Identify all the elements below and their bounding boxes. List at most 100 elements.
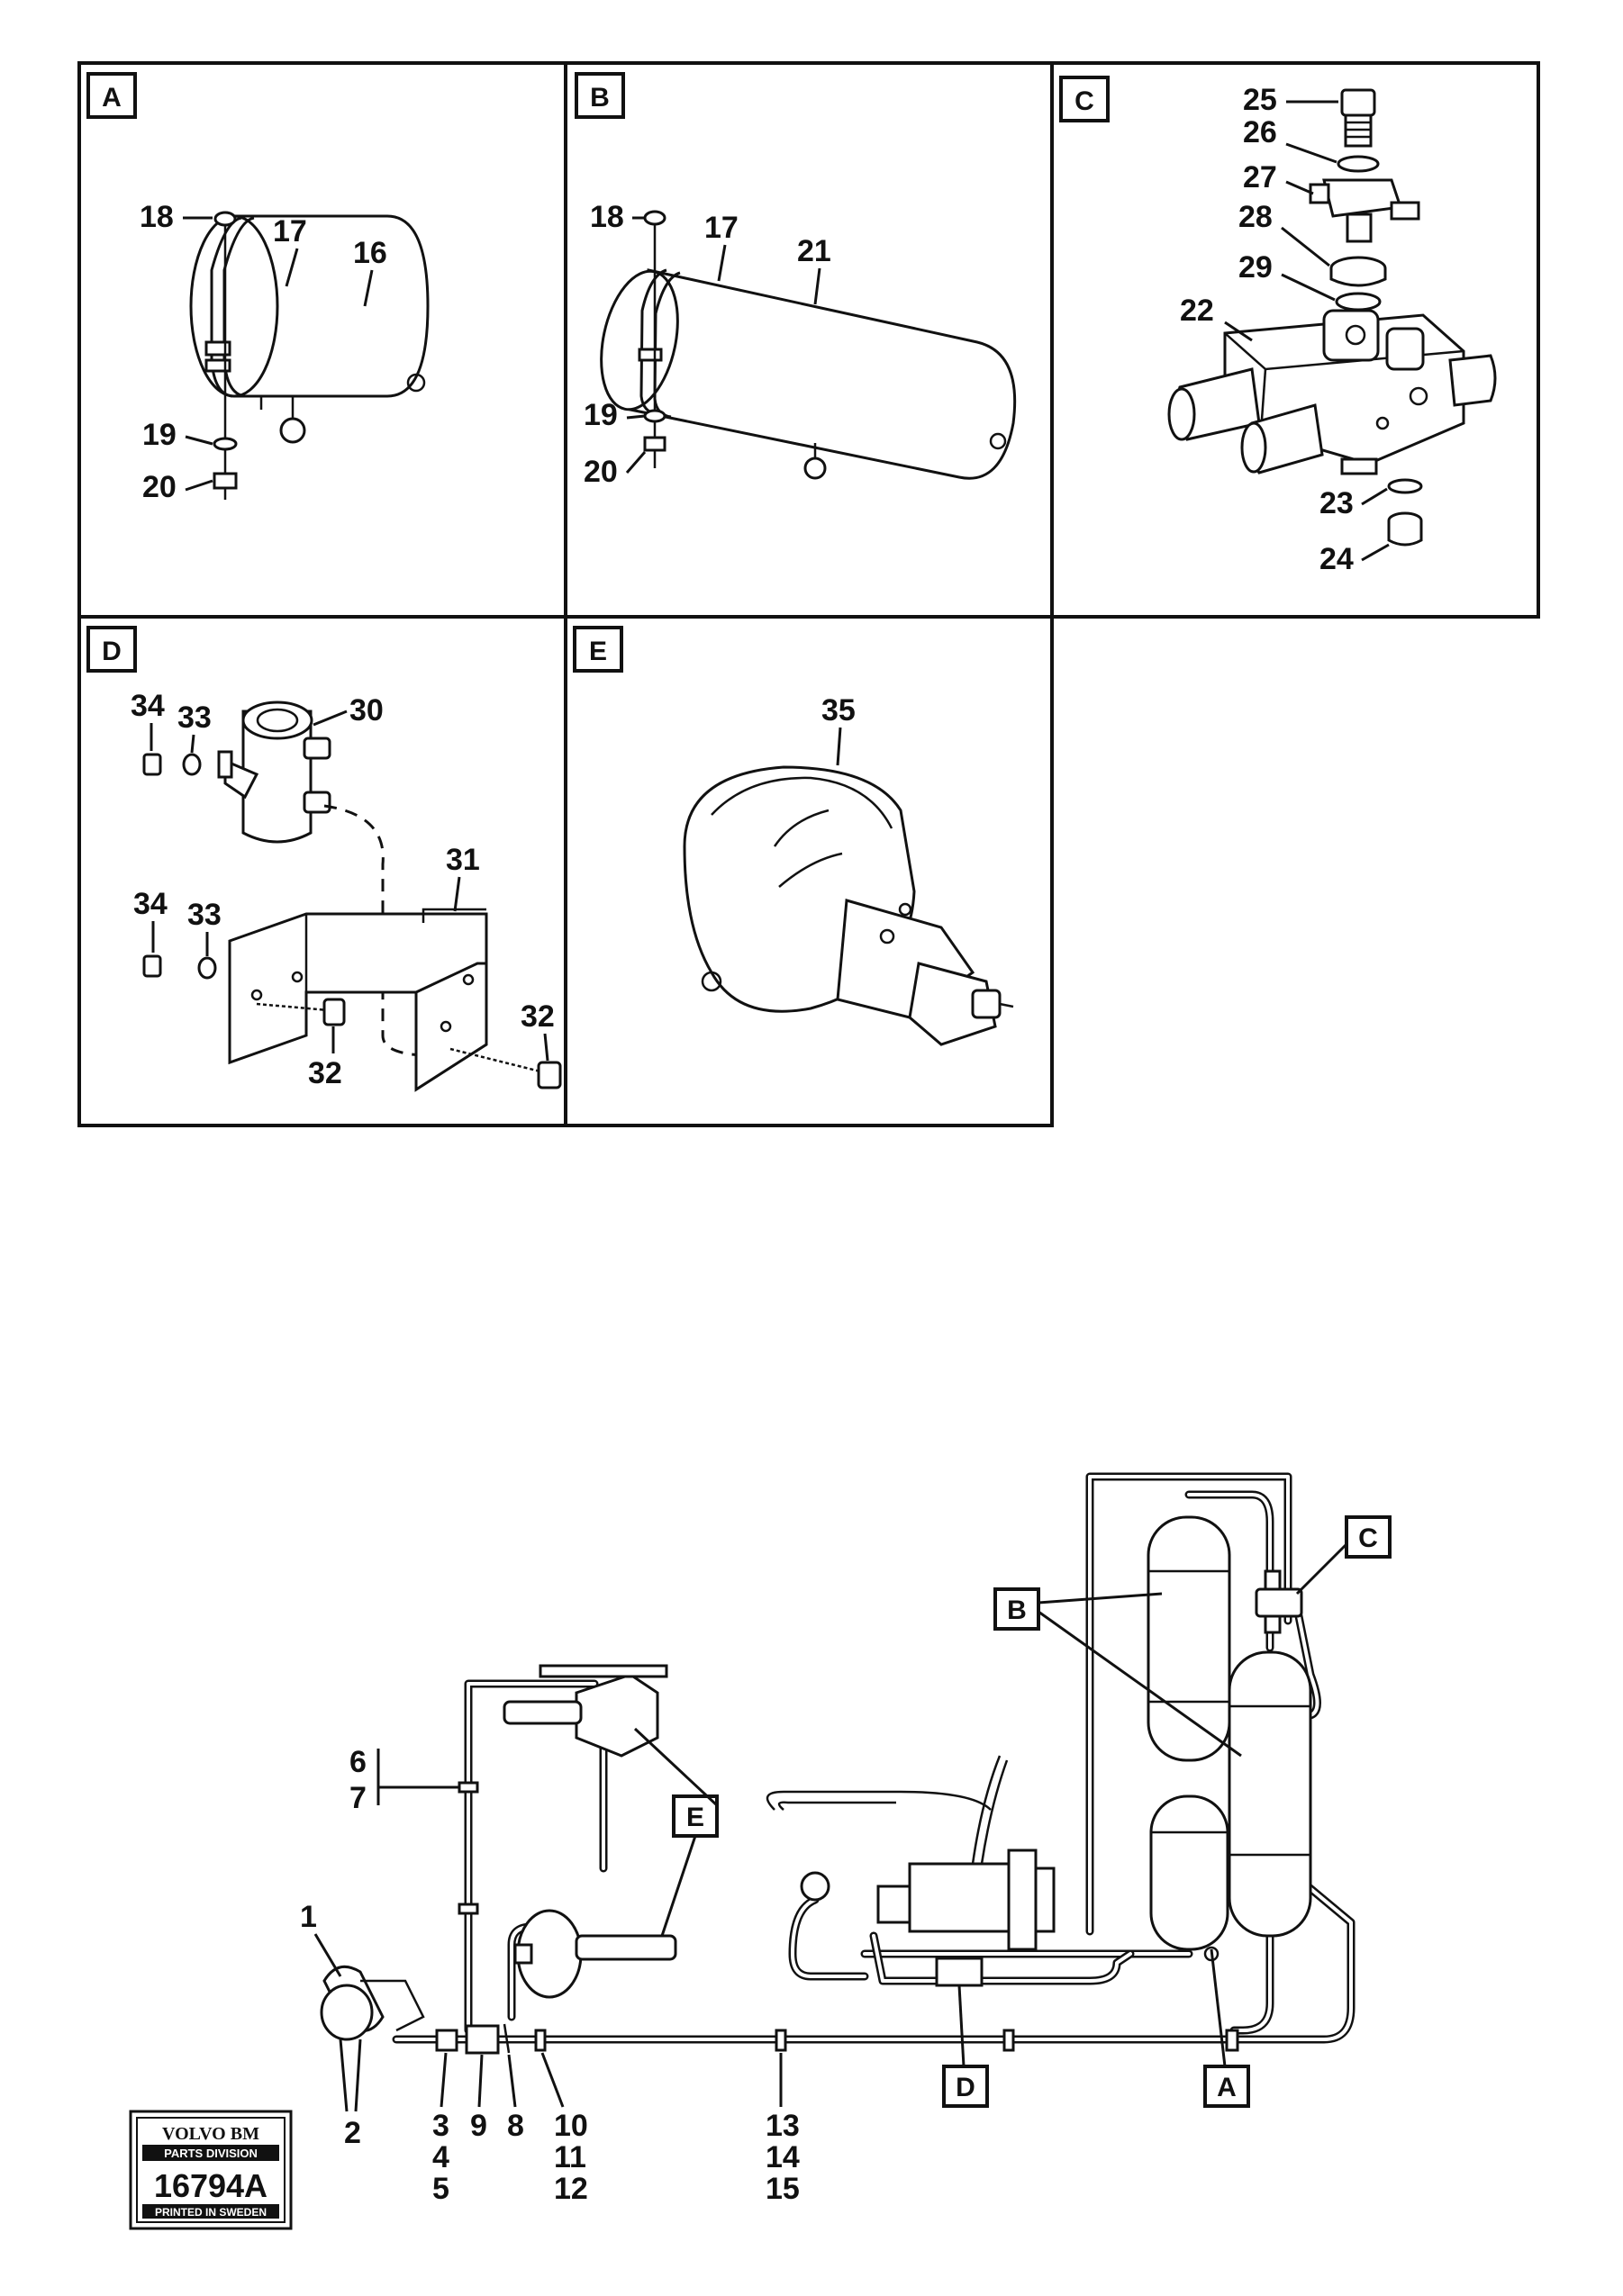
svg-text:B: B [590, 83, 610, 113]
callout-19: 19 [584, 398, 618, 432]
callout-18: 18 [590, 200, 624, 234]
callout-10: 10 [554, 2109, 588, 2143]
callout-27: 27 [1243, 160, 1277, 194]
callout-25: 25 [1243, 83, 1277, 117]
drain-valve-inline [935, 1957, 984, 1987]
svg-text:D: D [102, 637, 122, 666]
callout-17: 17 [704, 211, 739, 245]
marker-d: D [942, 1984, 989, 2108]
svg-text:E: E [589, 637, 607, 666]
drain-valve [217, 701, 331, 844]
brake-valve [320, 1965, 425, 2041]
callout-1: 1 [300, 1900, 317, 1934]
panel-a-drawing: 18 17 16 19 20 [140, 200, 430, 504]
callout-20: 20 [142, 470, 177, 504]
tee-fitting [1309, 178, 1420, 243]
callout-33: 33 [187, 898, 222, 932]
panel-letter-e: E [573, 626, 623, 673]
strap-bolt [213, 211, 306, 500]
callout-14: 14 [766, 2140, 800, 2174]
marker-b: B [993, 1587, 1242, 1758]
callout-34: 34 [131, 689, 165, 723]
panel-letter-d: D [86, 626, 137, 673]
svg-text:C: C [1358, 1523, 1378, 1553]
callout-13: 13 [766, 2109, 800, 2143]
svg-text:PARTS DIVISION: PARTS DIVISION [164, 2147, 258, 2160]
svg-text:A: A [1217, 2073, 1237, 2102]
callout-8: 8 [507, 2109, 524, 2143]
callout-35: 35 [821, 693, 856, 728]
callout-18: 18 [140, 200, 174, 234]
panel-letter-c: C [1059, 76, 1110, 122]
callout-16: 16 [353, 236, 387, 270]
callout-21: 21 [797, 234, 831, 268]
callout-19: 19 [142, 418, 177, 452]
valve-nipple [1340, 88, 1376, 148]
callout-12: 12 [554, 2172, 588, 2206]
brake-system-overview: B C E D A 1 2 6 7 3 4 [300, 1472, 1392, 2206]
callout-6: 6 [349, 1745, 367, 1779]
svg-text:PRINTED IN SWEDEN: PRINTED IN SWEDEN [155, 2206, 267, 2219]
control-valve [1167, 309, 1497, 475]
marker-e: E [633, 1727, 719, 1937]
volvo-bm-stamp: VOLVO BM PARTS DIVISION 16794A PRINTED I… [129, 2110, 293, 2230]
svg-text:16794A: 16794A [154, 2167, 267, 2204]
panel-d-drawing: 34 33 30 31 34 33 32 32 [131, 689, 562, 1092]
panel-e-drawing: 35 [683, 693, 1014, 1046]
callout-24: 24 [1319, 542, 1354, 576]
brake-booster [683, 765, 1014, 1046]
callout-17: 17 [273, 214, 307, 249]
air-pipes [392, 1472, 1356, 2044]
callout-32: 32 [521, 999, 555, 1034]
brake-chamber-upper [503, 1664, 668, 1758]
air-tank-short [189, 214, 430, 410]
sealing-washer [1337, 155, 1380, 173]
panel-letter-b: B [575, 72, 625, 119]
svg-text:B: B [1007, 1595, 1027, 1625]
sealing-washer [1335, 292, 1382, 312]
svg-text:D: D [956, 2073, 975, 2102]
air-tank-upper-left [1147, 1515, 1231, 1762]
panel-c-drawing: 25 26 27 28 29 22 23 24 [1167, 83, 1497, 576]
callout-33: 33 [177, 701, 212, 735]
callout-7: 7 [349, 1781, 367, 1815]
callout-11: 11 [554, 2140, 586, 2174]
marker-a: A [1203, 1948, 1250, 2108]
panel-grid [77, 61, 1540, 1127]
callout-2: 2 [344, 2116, 361, 2150]
marker-c: C [1295, 1515, 1392, 1595]
svg-text:E: E [686, 1803, 704, 1832]
callout-28: 28 [1238, 200, 1273, 234]
pipe-clamp-group [435, 1781, 1239, 2055]
callout-20: 20 [584, 455, 618, 489]
air-tank-right [1228, 1650, 1312, 1938]
sealing-washer [1387, 478, 1423, 494]
callout-34: 34 [133, 887, 168, 921]
bolt [449, 1047, 562, 1089]
valve-assembly [1255, 1569, 1303, 1634]
callout-23: 23 [1319, 486, 1354, 520]
callout-22: 22 [1180, 294, 1214, 328]
callout-31: 31 [446, 843, 480, 877]
callout-29: 29 [1238, 250, 1273, 285]
panel-letter-a: A [86, 72, 137, 119]
nut-washer-upper [142, 753, 202, 776]
callout-3: 3 [432, 2109, 449, 2143]
callout-15: 15 [766, 2172, 800, 2206]
callout-5: 5 [432, 2172, 449, 2206]
callout-30: 30 [349, 693, 384, 728]
air-tank-lower-left [1149, 1794, 1229, 1962]
callout-4: 4 [432, 2140, 449, 2174]
callout-26: 26 [1243, 115, 1277, 149]
callout-32: 32 [308, 1056, 342, 1090]
hex-nut [1329, 256, 1387, 287]
callout-9: 9 [470, 2109, 487, 2143]
nut-washer-lower [142, 954, 217, 980]
svg-text:VOLVO BM: VOLVO BM [162, 2124, 259, 2144]
compressor-unit [766, 1755, 1056, 1951]
mounting-bracket [228, 908, 488, 1092]
brake-chamber-lower [513, 1909, 677, 1999]
connection-dashed-line [323, 804, 424, 1057]
bolt [256, 998, 346, 1026]
